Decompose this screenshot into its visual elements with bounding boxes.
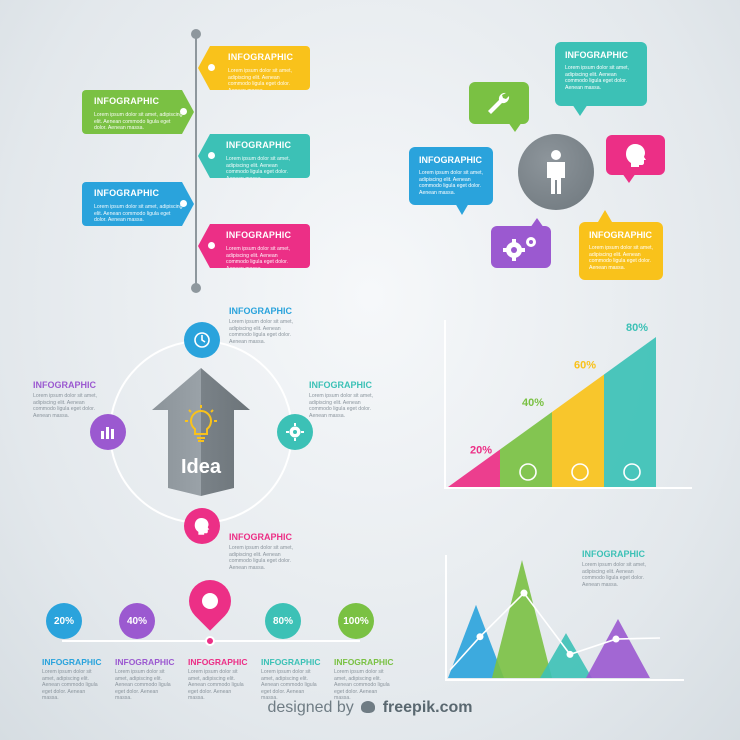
tag-blue: INFOGRAPHIC Lorem ipsum dolor sit amet, … xyxy=(82,182,194,226)
progress-label: INFOGRAPHIC xyxy=(115,657,175,667)
bubble-yellow: INFOGRAPHIC Lorem ipsum dolor sit amet, … xyxy=(579,222,663,280)
cycle-node-clock xyxy=(184,322,220,358)
head-icon xyxy=(626,144,646,167)
credit-prefix: designed by xyxy=(267,699,354,716)
cycle-node-gear xyxy=(277,414,313,450)
tag-hole xyxy=(208,64,215,71)
progress-label: INFOGRAPHIC xyxy=(42,657,102,667)
progress-circle: 40% xyxy=(119,603,155,639)
tag-hole xyxy=(180,108,187,115)
bar-label: 20% xyxy=(470,445,492,457)
cycle-node-chart xyxy=(90,414,126,450)
cycle-desc-top: Lorem ipsum dolor sit amet, adipiscing e… xyxy=(229,319,294,345)
bubble-tail xyxy=(622,173,636,183)
progress-label: INFOGRAPHIC xyxy=(188,657,248,667)
timeline-axis xyxy=(195,34,197,288)
tag-hole xyxy=(208,242,215,249)
tag-green: INFOGRAPHIC Lorem ipsum dolor sit amet, … xyxy=(82,90,194,134)
trend-point xyxy=(566,650,574,658)
bubble-teal: INFOGRAPHIC Lorem ipsum dolor sit amet, … xyxy=(555,42,647,106)
cycle-label-left: INFOGRAPHIC xyxy=(33,380,96,390)
idea-label: Idea xyxy=(180,456,222,478)
person-icon xyxy=(547,150,565,194)
gears-icon xyxy=(503,237,536,261)
mountain-title: INFOGRAPHIC xyxy=(582,549,645,559)
trend-line xyxy=(449,591,661,671)
bar xyxy=(604,337,656,487)
clock-icon xyxy=(194,332,210,348)
gear-icon xyxy=(286,423,304,441)
pin-dot xyxy=(205,636,215,646)
bar-chart: 20% 40% 60% 80% xyxy=(444,320,692,489)
idea-arrow xyxy=(152,368,250,496)
progress-circle: 20% xyxy=(46,603,82,639)
progress-desc: Lorem ipsum dolor sit amet, adipiscing e… xyxy=(261,669,317,701)
progress-desc: Lorem ipsum dolor sit amet, adipiscing e… xyxy=(334,669,390,701)
bar xyxy=(552,374,604,487)
progress-circle: 100% xyxy=(338,603,374,639)
head-icon xyxy=(194,518,210,535)
mountain-peak xyxy=(540,633,592,678)
cycle-label-top: INFOGRAPHIC xyxy=(229,306,292,316)
tag-pink: INFOGRAPHIC Lorem ipsum dolor sit amet, … xyxy=(198,224,310,268)
bar-label: 80% xyxy=(626,322,648,334)
axis-dot-top xyxy=(191,29,201,39)
mountain-desc: Lorem ipsum dolor sit amet, adipiscing e… xyxy=(582,562,647,588)
axis-dot-bottom xyxy=(191,283,201,293)
bubble-tail xyxy=(572,104,588,116)
bar-label: 60% xyxy=(574,360,596,372)
cycle-desc-left: Lorem ipsum dolor sit amet, adipiscing e… xyxy=(33,393,98,419)
bar-label: 40% xyxy=(522,397,544,409)
freepik-logo-icon xyxy=(361,701,376,713)
trend-point xyxy=(520,589,528,597)
cycle-desc-bottom: Lorem ipsum dolor sit amet, adipiscing e… xyxy=(229,545,294,571)
progress-value: 80% xyxy=(272,615,293,627)
progress-desc: Lorem ipsum dolor sit amet, adipiscing e… xyxy=(188,669,244,701)
location-pin-icon xyxy=(180,571,240,631)
gear-icon xyxy=(623,463,641,481)
person-circle xyxy=(518,134,594,210)
bubble-purple xyxy=(491,226,551,268)
head-icon xyxy=(571,463,589,481)
wrench-icon xyxy=(488,92,510,114)
bubble-pink xyxy=(606,135,665,175)
tag-yellow: INFOGRAPHIC Lorem ipsum dolor sit amet, … xyxy=(198,46,310,90)
bubble-tail xyxy=(598,210,612,222)
credit-brand: freepik.com xyxy=(382,699,473,716)
lightbulb-icon xyxy=(185,405,217,442)
bar xyxy=(448,449,500,487)
progress-circle: 80% xyxy=(265,603,301,639)
bar-chart-icon xyxy=(101,427,114,439)
mountain-chart xyxy=(445,555,684,681)
cycle-desc-right: Lorem ipsum dolor sit amet, adipiscing e… xyxy=(309,393,374,419)
credit-line: designed by freepik.com xyxy=(0,699,740,717)
tag-teal: INFOGRAPHIC Lorem ipsum dolor sit amet, … xyxy=(198,134,310,178)
bar xyxy=(500,412,552,487)
bubble-tail xyxy=(508,122,522,132)
bubble-tail xyxy=(530,218,544,228)
progress-desc: Lorem ipsum dolor sit amet, adipiscing e… xyxy=(42,669,98,701)
cycle-label-right: INFOGRAPHIC xyxy=(309,380,372,390)
progress-value: 40% xyxy=(126,615,147,627)
progress-label: INFOGRAPHIC xyxy=(261,657,321,667)
mountain-peak xyxy=(492,560,552,678)
bubble-green xyxy=(469,82,529,124)
cycle-node-head xyxy=(184,508,220,544)
progress-value: 20% xyxy=(53,615,74,627)
tag-hole xyxy=(180,200,187,207)
trend-point xyxy=(612,635,620,643)
bubble-blue: INFOGRAPHIC Lorem ipsum dolor sit amet, … xyxy=(409,147,493,205)
progress-value: 100% xyxy=(343,615,369,627)
progress-desc: Lorem ipsum dolor sit amet, adipiscing e… xyxy=(115,669,171,701)
tag-hole xyxy=(208,152,215,159)
clock-icon xyxy=(519,463,537,481)
mountain-peak xyxy=(586,619,650,678)
mountain-chart-axis xyxy=(445,555,684,681)
bubble-tail xyxy=(455,203,469,215)
trend-point xyxy=(476,633,484,641)
cycle-label-bottom: INFOGRAPHIC xyxy=(229,532,292,542)
progress-label: INFOGRAPHIC xyxy=(334,657,394,667)
bar-chart-axis xyxy=(444,320,692,489)
